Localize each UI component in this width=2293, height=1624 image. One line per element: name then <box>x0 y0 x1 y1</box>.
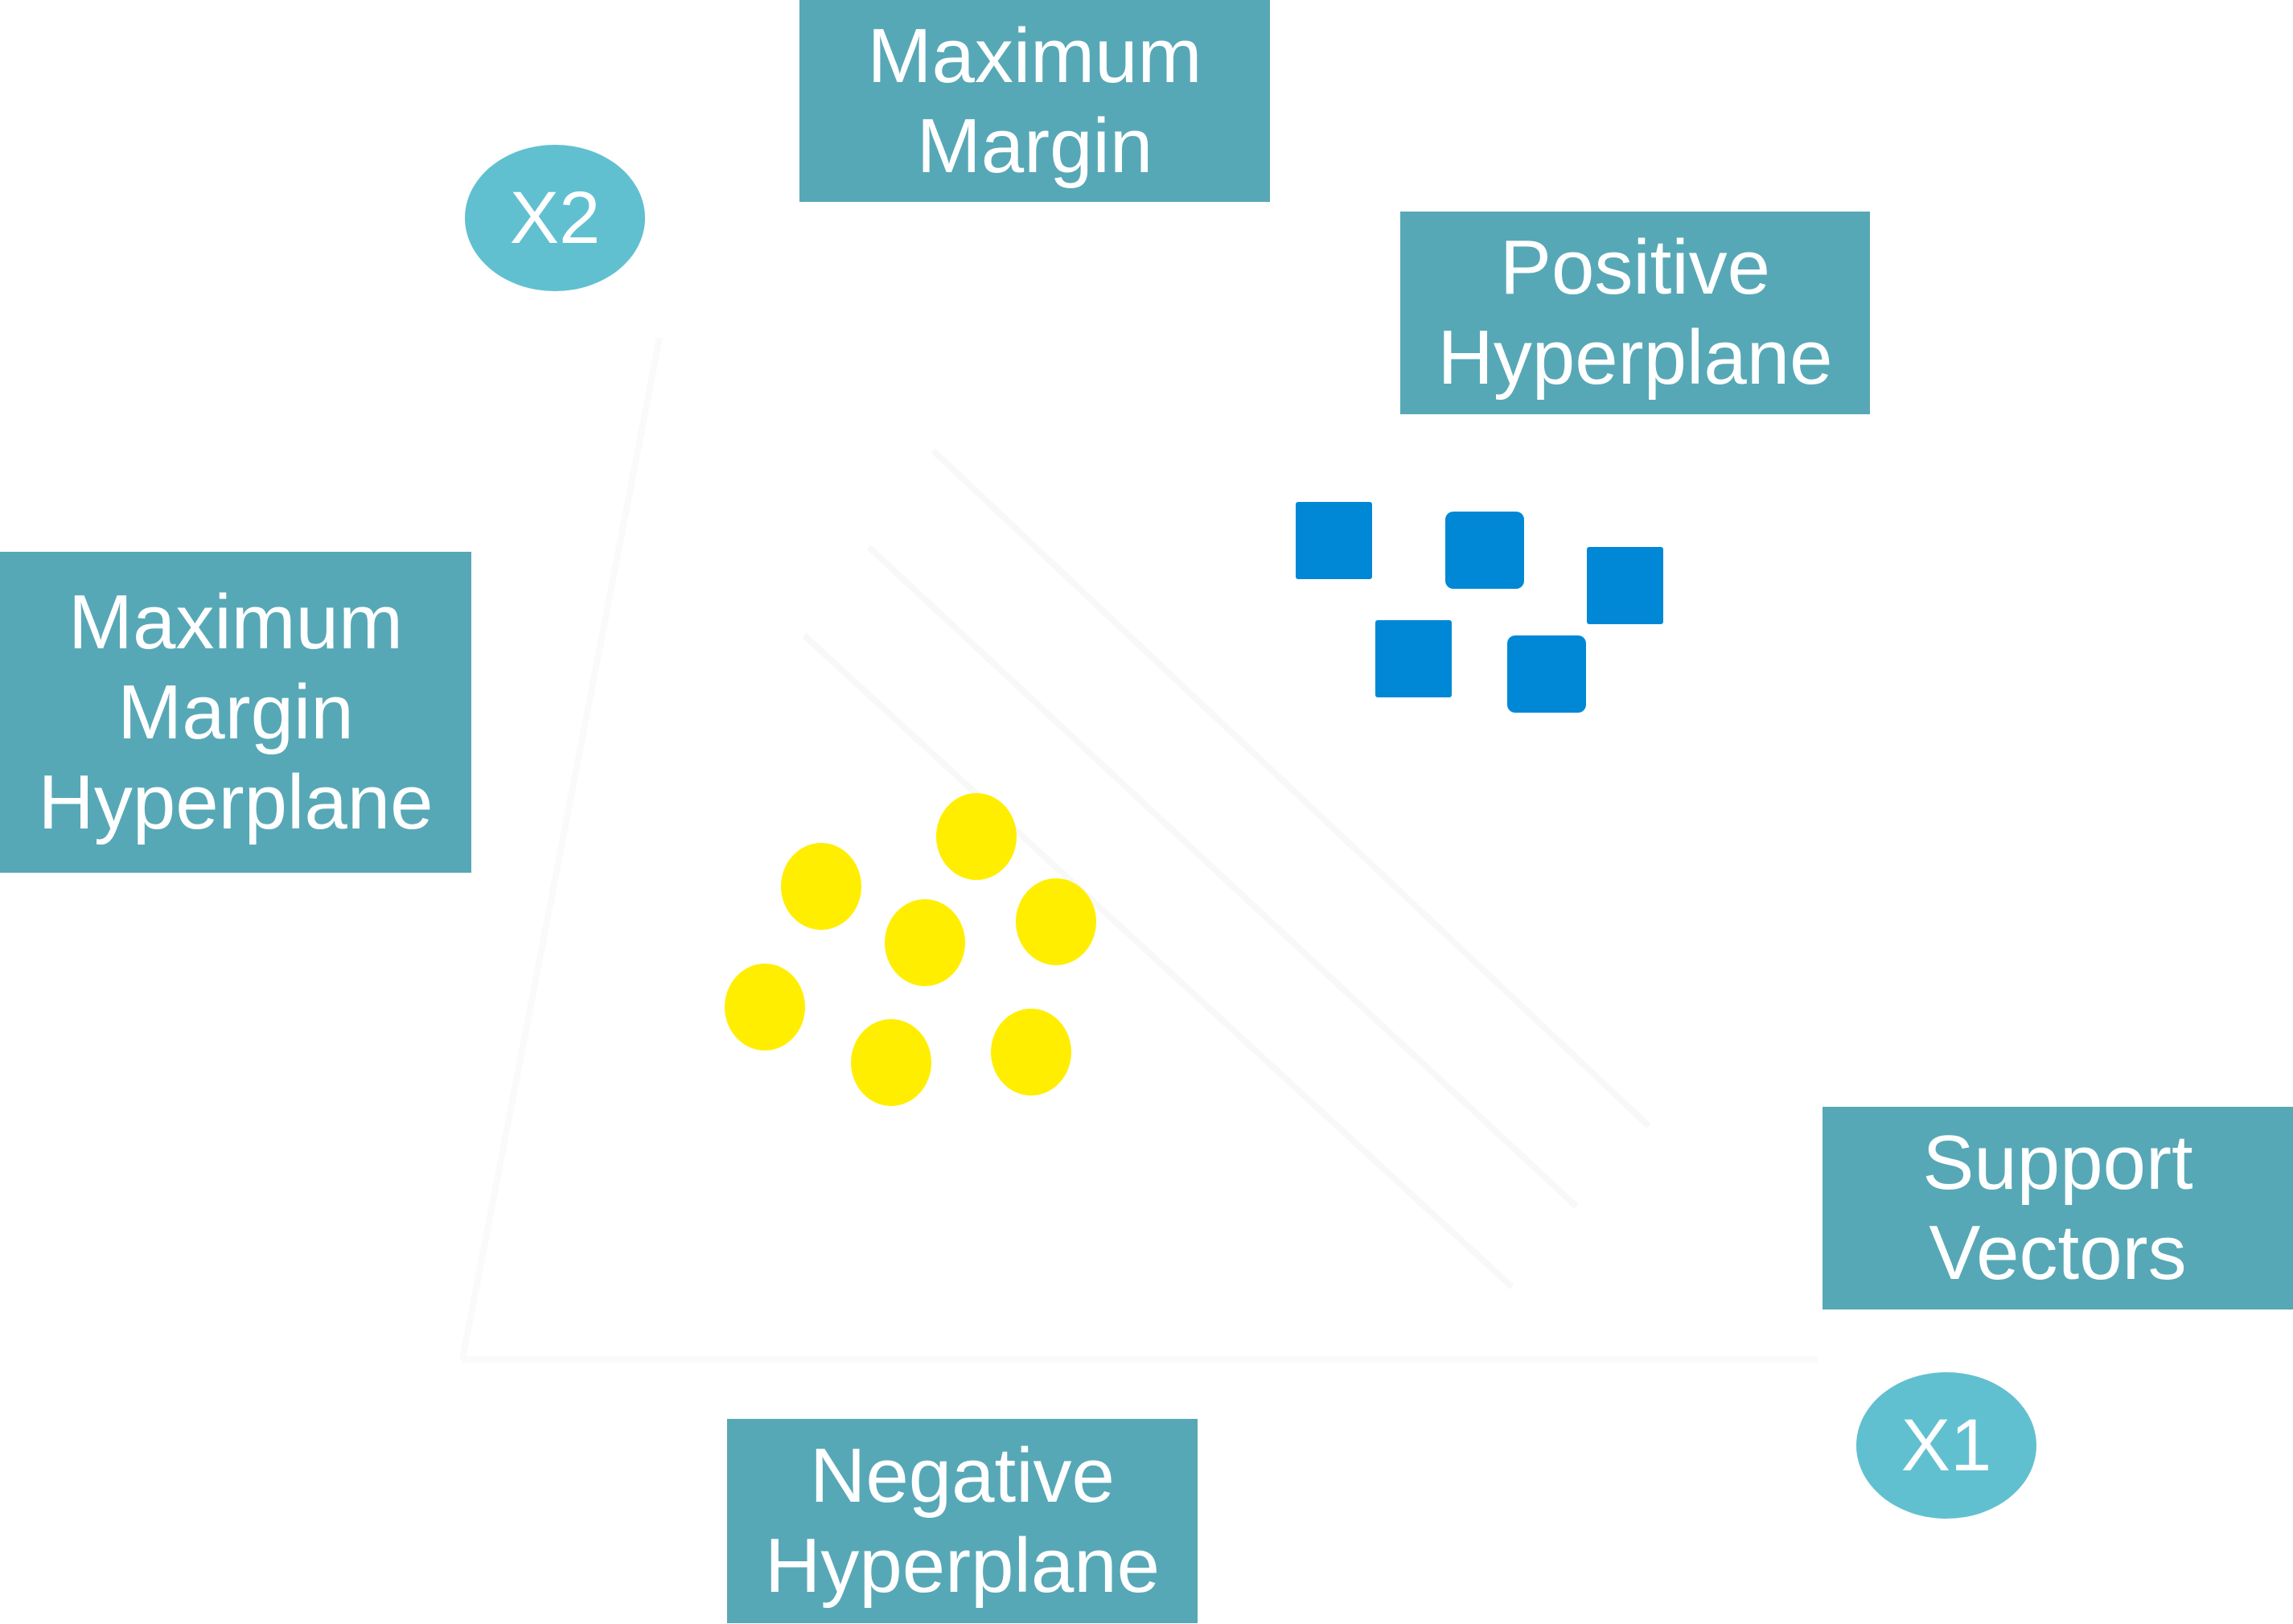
y-axis-label: X2 <box>465 145 645 291</box>
maximum-margin-hyperplane-text: Maximum Margin Hyperplane <box>38 578 434 845</box>
positive-hyperplane-text: Positive Hyperplane <box>1437 224 1833 401</box>
negative-hyperplane-line <box>802 633 1514 1289</box>
negative-point <box>725 964 805 1050</box>
negative-point <box>991 1009 1071 1096</box>
negative-point <box>936 793 1017 880</box>
negative-point <box>1016 878 1096 965</box>
negative-hyperplane-label: Negative Hyperplane <box>727 1419 1198 1623</box>
positive-point <box>1296 502 1372 579</box>
positive-hyperplane-label: Positive Hyperplane <box>1400 212 1870 414</box>
support-vectors-text: Support Vectors <box>1922 1120 2193 1296</box>
x-axis-label: X1 <box>1856 1372 2036 1519</box>
maximum-margin-text: Maximum Margin <box>867 12 1202 189</box>
negative-point <box>851 1019 931 1106</box>
y-axis-line <box>459 337 663 1360</box>
positive-point <box>1375 620 1452 697</box>
axis-lines <box>459 337 1818 1363</box>
negative-point <box>885 899 965 986</box>
maximum-margin-hyperplane-label: Maximum Margin Hyperplane <box>0 552 471 873</box>
negative-class-points <box>725 793 1096 1106</box>
negative-point <box>781 843 861 930</box>
maximum-margin-label: Maximum Margin <box>799 0 1270 202</box>
positive-class-points <box>1296 502 1663 713</box>
positive-point <box>1507 635 1586 713</box>
maximum-margin-hyperplane-line <box>866 545 1579 1209</box>
hyperplane-lines <box>802 448 1651 1289</box>
support-vectors-label: Support Vectors <box>1822 1107 2293 1309</box>
positive-point <box>1587 547 1663 624</box>
positive-hyperplane-line <box>931 448 1651 1129</box>
positive-point <box>1445 512 1524 589</box>
negative-hyperplane-text: Negative Hyperplane <box>765 1433 1160 1609</box>
